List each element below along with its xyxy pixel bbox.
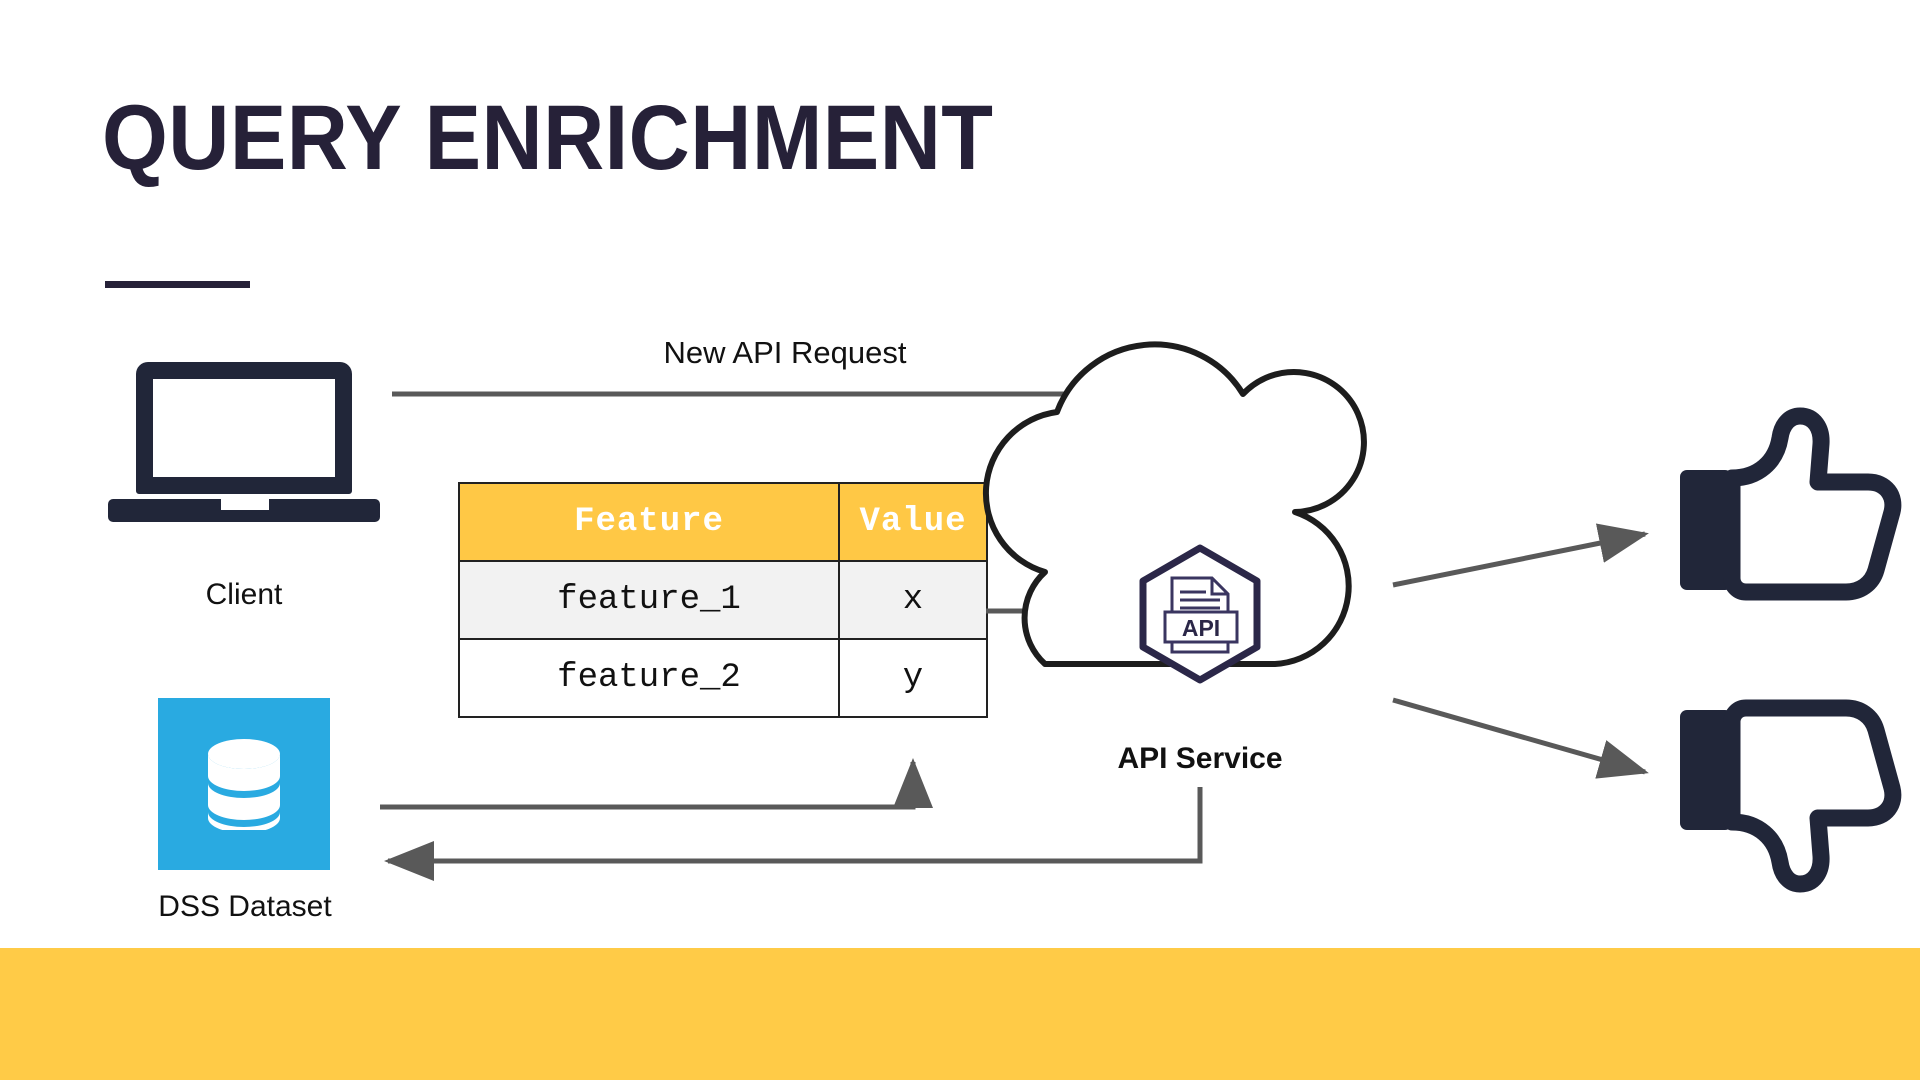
laptop-notch-icon — [221, 499, 269, 510]
cloud-icon — [982, 341, 1367, 667]
hexagon-badge — [1139, 544, 1261, 684]
cell-feature: feature_2 — [458, 638, 840, 718]
table-row: feature_2 y — [458, 638, 988, 718]
column-header-value: Value — [838, 482, 988, 562]
page-title: QUERY ENRICHMENT — [102, 87, 994, 189]
client-node — [108, 362, 380, 522]
connector-api-to-thumbs-down — [1392, 697, 1649, 779]
dss-dataset-node — [158, 698, 330, 870]
bottom-accent-band — [0, 948, 1920, 1080]
database-icon — [208, 739, 280, 830]
connector-dataset-to-table — [380, 757, 933, 810]
column-header-feature: Feature — [458, 482, 840, 562]
api-document-icon — [1170, 576, 1230, 654]
table-row: feature_1 x — [458, 560, 988, 640]
cell-feature: feature_1 — [458, 560, 840, 640]
api-badge-text: API — [1182, 615, 1220, 641]
feature-value-table: Feature Value feature_1 x feature_2 y — [458, 482, 988, 718]
table-header-row: Feature Value — [458, 482, 988, 562]
cell-value: y — [838, 638, 988, 718]
thumbs-up-icon — [1680, 407, 1902, 601]
title-underline-rule — [105, 281, 250, 288]
laptop-icon — [136, 362, 352, 494]
api-service-label: API Service — [1117, 742, 1283, 775]
connector-api-to-dataset — [383, 787, 1203, 881]
api-badge-box — [1163, 610, 1239, 644]
dss-dataset-label: DSS Dataset — [158, 890, 332, 923]
laptop-base-icon — [108, 499, 380, 522]
thumbs-down-icon — [1680, 699, 1902, 893]
document-fold-icon — [1210, 578, 1228, 596]
connector-api-to-thumbs-up — [1392, 523, 1649, 588]
cell-value: x — [838, 560, 988, 640]
new-api-request-label: New API Request — [663, 335, 907, 370]
client-label: Client — [205, 578, 283, 611]
